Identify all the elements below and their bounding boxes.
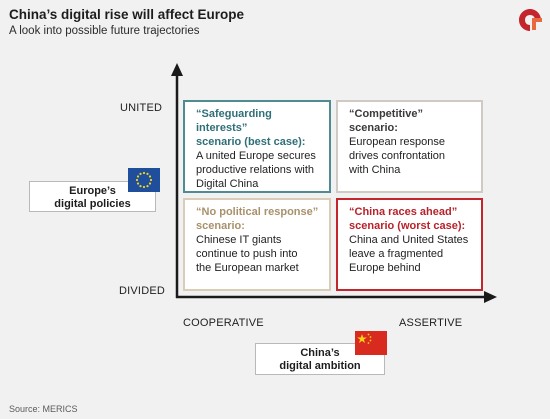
europe-digital-policies-label: Europe’s digital policies — [29, 181, 156, 212]
label-line: Europe’s — [69, 185, 116, 197]
quadrant-heading: scenario: — [196, 220, 245, 232]
y-axis-bottom-label: DIVIDED — [119, 285, 166, 297]
quadrant-heading: “Competitive” — [349, 108, 423, 120]
quadrant-text: China and United States — [349, 234, 469, 246]
eu-flag-icon — [128, 168, 160, 192]
china-digital-ambition-label: China’s digital ambition — [255, 343, 385, 375]
quadrant-text: the European market — [196, 262, 299, 274]
quadrant-heading: scenario (worst case): — [349, 220, 466, 232]
label-line: digital ambition — [279, 360, 361, 372]
x-axis-right-label: ASSERTIVE — [399, 317, 463, 329]
label-line: digital policies — [54, 198, 131, 210]
quadrant-heading: scenario (best case): — [196, 136, 306, 148]
quadrant-text: productive relations with — [196, 164, 315, 176]
quadrant-heading: “Safeguarding interests” — [196, 108, 272, 134]
x-axis-left-label: COOPERATIVE — [183, 317, 264, 329]
chart-title: China’s digital rise will affect Europe — [9, 7, 245, 22]
quadrant-text: Europe behind — [349, 262, 421, 274]
merics-logo-icon — [519, 9, 542, 31]
china-flag-icon — [355, 331, 387, 355]
quadrant-text: A united Europe secures — [196, 150, 316, 162]
quadrant-text: continue to push into — [196, 248, 298, 260]
quadrant-text: Digital China — [196, 178, 259, 190]
quadrant-text: European response — [349, 136, 446, 148]
quadrant-text: leave a fragmented — [349, 248, 444, 260]
quadrant-heading: “China races ahead” — [349, 206, 458, 218]
source-note: Source: MERICS — [9, 404, 78, 414]
quadrant-text: Chinese IT giants — [196, 234, 282, 246]
y-axis-top-label: UNITED — [120, 102, 163, 114]
quadrant-text: drives confrontation — [349, 150, 445, 162]
quadrant-china-races-ahead: “China races ahead” scenario (worst case… — [336, 198, 483, 291]
quadrant-heading: “No political response” — [196, 206, 319, 218]
quadrant-safeguarding-interests: “Safeguarding interests” scenario (best … — [183, 100, 331, 193]
quadrant-heading: scenario: — [349, 122, 398, 134]
quadrant-no-political-response: “No political response” scenario: Chines… — [183, 198, 331, 291]
chart-subtitle: A look into possible future trajectories — [9, 25, 200, 37]
quadrant-text: with China — [349, 164, 401, 176]
quadrant-competitive: “Competitive” scenario: European respons… — [336, 100, 483, 193]
label-line: China’s — [300, 347, 340, 359]
